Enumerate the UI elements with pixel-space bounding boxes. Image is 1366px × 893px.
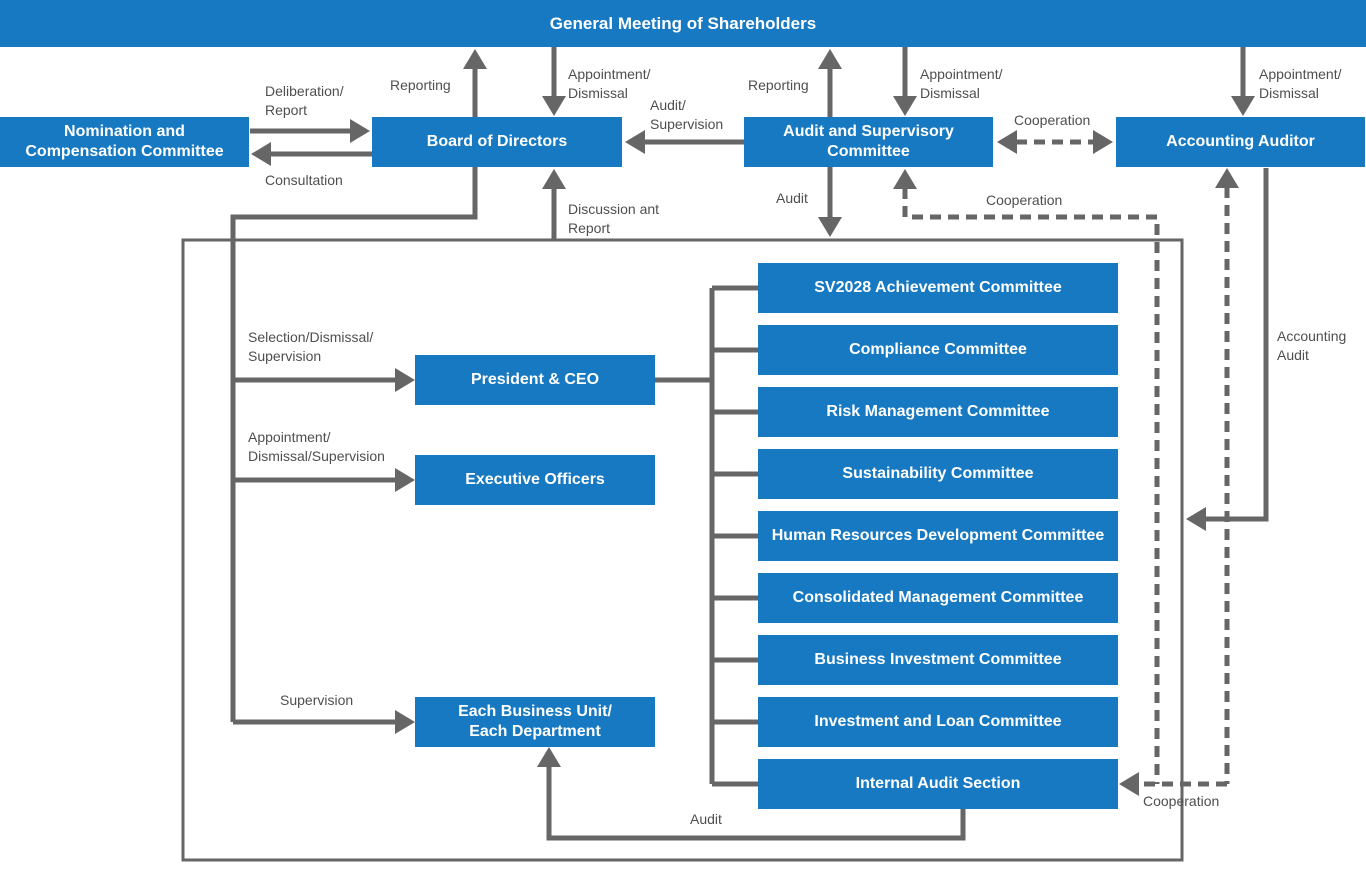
node-internal-audit-section: Internal Audit Section xyxy=(758,759,1118,809)
edge-label-reporting-board: Reporting xyxy=(390,77,451,93)
management-container-border xyxy=(181,238,1184,862)
arrowhead-up xyxy=(818,49,842,69)
edge-audit-supervision xyxy=(625,130,744,154)
arrowhead-up xyxy=(1215,168,1239,188)
arrowhead-up xyxy=(893,169,917,189)
edge-deliberation-report xyxy=(250,119,370,143)
arrowhead-up xyxy=(537,747,561,767)
edge-label-audit-to-management: Audit xyxy=(776,190,808,206)
edge-label-accounting-audit: Accounting Audit xyxy=(1277,328,1347,363)
node-committee-risk-management: Risk Management Committee xyxy=(758,387,1118,437)
edge-appointment-board xyxy=(542,47,566,116)
arrowhead-right xyxy=(1093,130,1113,154)
edge-label-appointment-audit: Appointment/ Dismissal xyxy=(920,66,1003,101)
edge-label-cooperation-bottom: Cooperation xyxy=(1143,793,1220,809)
edge-label-selection-dismissal-supervision: Selection/Dismissal/ Supervision xyxy=(248,329,374,364)
edge-cooperation-top xyxy=(997,130,1113,154)
edge-selection-president xyxy=(233,368,415,392)
edge-label-supervision: Supervision xyxy=(280,692,354,708)
edge-appointment-accounting-auditor xyxy=(1231,47,1255,116)
arrowhead-right xyxy=(350,119,370,143)
node-committee-sv2028: SV2028 Achievement Committee xyxy=(758,263,1118,313)
node-board-of-directors: Board of Directors xyxy=(372,117,622,167)
arrowhead-down xyxy=(1231,96,1255,116)
arrowhead-left xyxy=(1186,507,1206,531)
edge-reporting-audit-committee xyxy=(818,49,842,117)
edge-audit-to-management xyxy=(818,167,842,237)
edge-appointment-executive xyxy=(233,468,415,492)
edge-appointment-audit-committee xyxy=(893,47,917,116)
edge-internal-audit-business xyxy=(537,747,966,841)
arrowhead-left xyxy=(625,130,645,154)
edge-consultation xyxy=(251,142,372,166)
arrowhead-down xyxy=(893,96,917,116)
edge-label-internal-audit: Audit xyxy=(690,811,722,827)
edge-accounting-audit xyxy=(1186,168,1269,531)
arrowhead-up xyxy=(542,169,566,189)
arrowhead-left xyxy=(997,130,1017,154)
node-committee-compliance: Compliance Committee xyxy=(758,325,1118,375)
edge-discussion-report xyxy=(542,169,566,239)
edge-supervision-business xyxy=(233,710,415,734)
arrowhead-left xyxy=(251,142,271,166)
edge-label-cooperation-top: Cooperation xyxy=(1014,112,1091,128)
node-committee-business-investment: Business Investment Committee xyxy=(758,635,1118,685)
node-business-units: Each Business Unit/ Each Department xyxy=(415,697,655,747)
arrowhead-down xyxy=(818,217,842,237)
arrowhead-up xyxy=(463,49,487,69)
node-audit-supervisory-committee: Audit and Supervisory Committee xyxy=(744,117,993,167)
edge-label-audit-supervision: Audit/ Supervision xyxy=(650,97,724,132)
edge-committee-spine xyxy=(655,285,758,787)
arrowhead-left xyxy=(1119,772,1139,796)
node-executive-officers: Executive Officers xyxy=(415,455,655,505)
edge-label-appointment-board: Appointment/ Dismissal xyxy=(568,66,651,101)
edge-reporting-board xyxy=(463,49,487,117)
edge-label-consultation: Consultation xyxy=(265,172,343,188)
edge-label-appointment-dismissal-supervision: Appointment/ Dismissal/Supervision xyxy=(248,429,385,464)
edge-label-discussion-report: Discussion ant Report xyxy=(568,201,660,236)
edge-label-reporting-audit: Reporting xyxy=(748,77,809,93)
node-nomination-committee: Nomination and Compensation Committee xyxy=(0,117,249,167)
node-committee-hr-development: Human Resources Development Committee xyxy=(758,511,1118,561)
arrowhead-down xyxy=(542,96,566,116)
edge-label-deliberation-report: Deliberation/ Report xyxy=(265,83,344,118)
node-president-ceo: President & CEO xyxy=(415,355,655,405)
edge-cooperation-audit-committee-internal xyxy=(893,169,1160,784)
arrowhead-right xyxy=(395,468,415,492)
edge-cooperation-internal-auditor xyxy=(1119,168,1239,796)
node-committee-sustainability: Sustainability Committee xyxy=(758,449,1118,499)
node-committee-consolidated-management: Consolidated Management Committee xyxy=(758,573,1118,623)
node-accounting-auditor: Accounting Auditor xyxy=(1116,117,1365,167)
arrowhead-right xyxy=(395,710,415,734)
edge-board-spine xyxy=(230,167,478,722)
edge-label-appointment-auditor: Appointment/ Dismissal xyxy=(1259,66,1342,101)
node-committee-investment-loan: Investment and Loan Committee xyxy=(758,697,1118,747)
edge-label-cooperation-mid: Cooperation xyxy=(986,192,1063,208)
node-general-meeting: General Meeting of Shareholders xyxy=(0,0,1366,47)
arrowhead-right xyxy=(395,368,415,392)
